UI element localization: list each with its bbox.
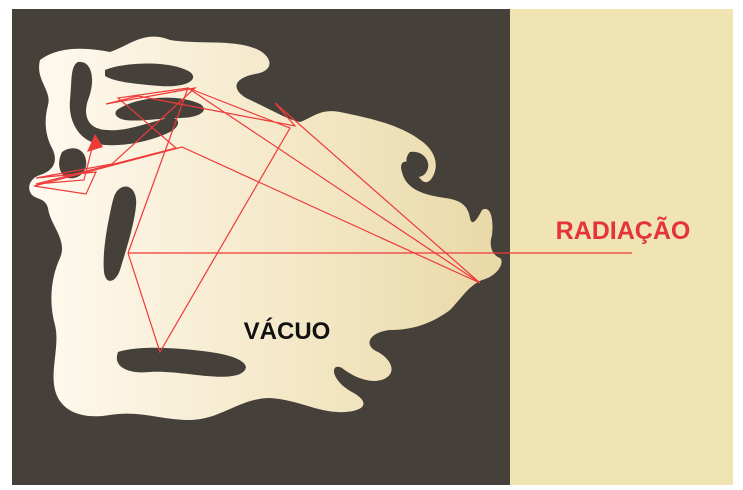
solid-island-top	[105, 63, 194, 87]
reflected-ray-segments-2	[35, 87, 189, 254]
radiation-label: RADIAÇÃO	[556, 215, 691, 245]
radiation-ray-path	[33, 87, 632, 354]
ray-arrowhead	[87, 134, 103, 152]
solid-island-left-spike	[59, 148, 87, 179]
vacuum-label: VÁCUO	[244, 317, 331, 345]
solid-island-right-notch	[406, 151, 429, 177]
solid-island-left-vertical	[103, 186, 137, 281]
solid-island-upper-left	[69, 61, 179, 146]
outer-region	[510, 9, 733, 485]
reflected-ray-segments	[33, 87, 481, 354]
solid-island-bottom	[116, 347, 246, 377]
